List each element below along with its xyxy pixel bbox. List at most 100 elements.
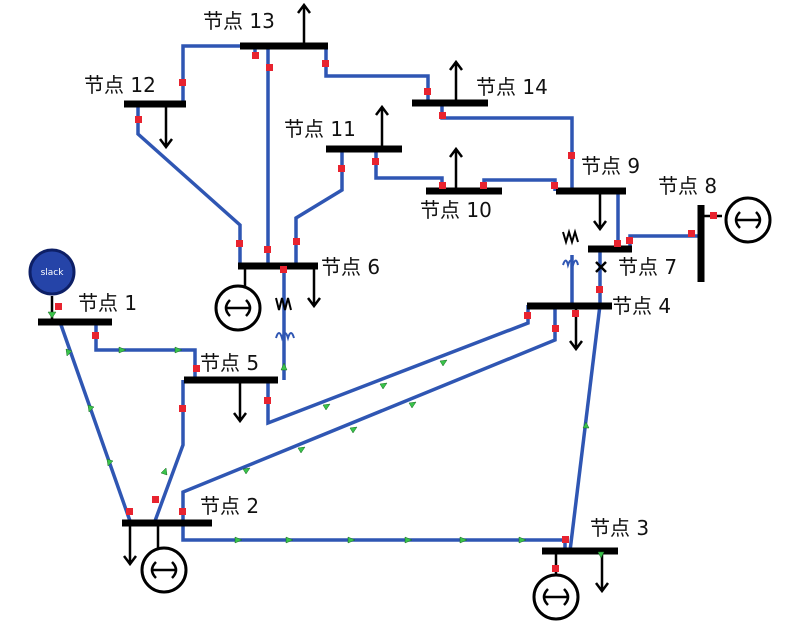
up-arrow-icon: [297, 2, 311, 46]
bus-bars: [38, 42, 705, 555]
load-arrow-icon: [233, 380, 247, 424]
generator-icon: [214, 266, 262, 332]
flow-arrow-icon: [118, 346, 127, 354]
breaker: [179, 405, 186, 412]
bus-label-7: 节点 7: [618, 255, 677, 279]
flow-arrow-icon: [408, 401, 417, 409]
line-1-2: [58, 321, 132, 522]
flow-arrow-icon: [47, 311, 57, 319]
breaker: [236, 240, 243, 247]
bus-labels: 节点 1 节点 2 节点 3 节点 4 节点 5 节点 6 节点 7 节点 8 …: [78, 9, 717, 540]
flow-arrow-icon: [65, 348, 73, 357]
breaker: [710, 212, 717, 219]
bus-label-10: 节点 10: [420, 198, 492, 222]
line-2-5: [153, 380, 185, 522]
breaker: [552, 565, 559, 572]
up-arrow-icon: [375, 104, 389, 149]
breaker: [293, 238, 300, 245]
bus-label-3: 节点 3: [590, 516, 649, 540]
breaker: [424, 88, 431, 95]
breaker: [264, 397, 271, 404]
flow-arrow-icon: [459, 536, 468, 544]
breaker: [596, 286, 603, 293]
breaker: [322, 60, 329, 67]
load-arrow-icon: [593, 191, 607, 232]
breakers: [55, 52, 717, 572]
flow-arrow-icon: [87, 404, 95, 413]
line-14-9: [440, 103, 574, 191]
flow-arrow-icon: [106, 458, 114, 467]
breaker: [252, 52, 259, 59]
bus-label-5: 节点 5: [200, 351, 259, 375]
up-arrow-icon: [449, 59, 463, 103]
breaker: [266, 64, 273, 71]
generator-icon: [532, 551, 580, 621]
loads: [123, 104, 609, 594]
line-12-13: [181, 44, 257, 104]
flow-arrow-icon: [439, 359, 448, 367]
breaker: [524, 312, 531, 319]
bus-label-13: 节点 13: [203, 9, 275, 33]
breaker: [179, 79, 186, 86]
breaker: [152, 496, 159, 503]
breaker: [439, 112, 446, 119]
flow-arrow-icon: [285, 536, 294, 544]
flow-arrow-icon: [582, 421, 590, 429]
flow-arrow-icon: [404, 536, 413, 544]
flow-arrow-icon: [242, 467, 251, 475]
flow-arrow-icon: [160, 467, 168, 476]
flow-arrow-icon: [322, 403, 331, 411]
bus-label-12: 节点 12: [84, 73, 156, 97]
line-12-6: [136, 104, 242, 265]
bus-label-1: 节点 1: [78, 291, 137, 315]
flow-arrow-icon: [379, 382, 388, 390]
up-arrow-icon: [449, 146, 463, 191]
generator-icon: [701, 196, 772, 244]
load-arrow-icon: [159, 104, 173, 150]
generators: slack: [28, 196, 772, 621]
breaker: [626, 237, 633, 244]
load-arrow-icon: [123, 523, 137, 567]
load-arrow-icon: [595, 551, 609, 594]
breaker: [179, 508, 186, 515]
breaker: [193, 365, 200, 372]
breaker: [572, 310, 579, 317]
flow-arrow-icon: [597, 551, 605, 559]
bus-label-4: 节点 4: [612, 294, 671, 318]
flow-markers: [47, 311, 605, 559]
breaker: [264, 246, 271, 253]
transmission-lines: [58, 44, 700, 552]
breaker: [372, 158, 379, 165]
breaker: [126, 508, 133, 515]
transformer-icon: [275, 297, 295, 342]
slack-label: slack: [41, 268, 65, 278]
line-11-6: [294, 149, 344, 265]
line-13-14: [324, 46, 430, 103]
bus-label-6: 节点 6: [321, 255, 380, 279]
upward-flows: [297, 2, 463, 191]
flow-arrow-icon: [297, 446, 306, 454]
breaker: [439, 182, 446, 189]
line-2-3: [181, 521, 567, 551]
bus-label-9: 节点 9: [581, 154, 640, 178]
line-2-4: [181, 305, 557, 521]
breaker: [568, 152, 575, 159]
breaker: [92, 332, 99, 339]
breaker: [562, 536, 569, 543]
transformer-icon: [562, 228, 579, 269]
breaker: [688, 230, 695, 237]
line-11-10: [374, 149, 444, 191]
breaker: [280, 266, 287, 273]
flow-arrow-icon: [349, 426, 358, 434]
breaker: [55, 303, 62, 310]
breaker: [551, 182, 558, 189]
bus-label-11: 节点 11: [284, 117, 356, 141]
flow-arrow-icon: [174, 346, 183, 354]
breaker: [338, 165, 345, 172]
flow-arrow-icon: [347, 536, 356, 544]
flow-arrow-icon: [280, 362, 288, 371]
bus-label-8: 节点 8: [658, 174, 717, 198]
bus-label-2: 节点 2: [200, 494, 259, 518]
breaker-x-icon: [595, 261, 607, 273]
